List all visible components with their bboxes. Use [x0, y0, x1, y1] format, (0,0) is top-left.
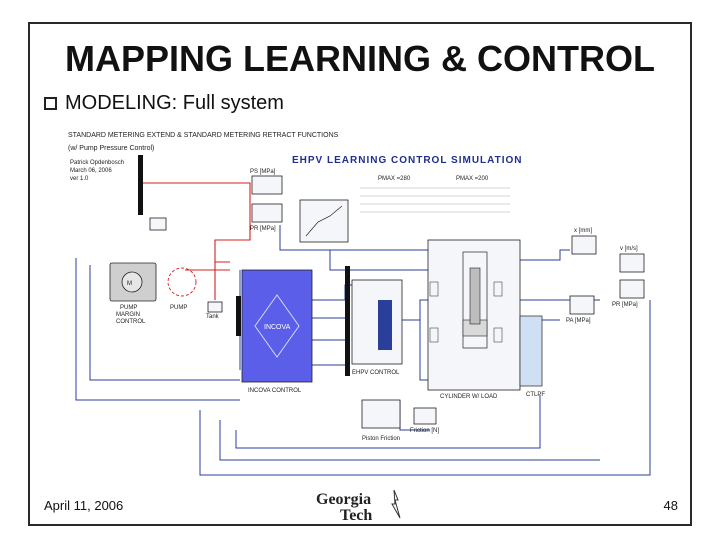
pump-label: PUMP	[120, 305, 137, 311]
svg-text:x [mm]: x [mm]	[574, 228, 592, 234]
incova-label: INCOVA CONTROL	[248, 388, 302, 394]
svg-text:PR [MPa]: PR [MPa]	[612, 302, 638, 308]
incova-block-text: INCOVA	[264, 324, 291, 331]
svg-text:Piston Friction: Piston Friction	[362, 436, 400, 442]
bullet-item: MODELING: Full system	[44, 92, 284, 115]
piston-friction-block: Piston Friction Friction [N]	[361, 399, 439, 442]
pump-block-label: PUMP	[170, 305, 187, 311]
ctlpf-block	[519, 315, 543, 387]
checkbox-bullet-icon	[44, 97, 57, 110]
ps-label: PS [MPa]	[250, 169, 276, 175]
svg-text:M: M	[127, 281, 132, 287]
mux-bar	[138, 155, 143, 215]
slide-title: MAPPING LEARNING & CONTROL	[65, 38, 655, 79]
sim-title: EHPV LEARNING CONTROL SIMULATION	[292, 155, 523, 166]
page-number: 48	[663, 498, 678, 513]
cylinder-block: CYLINDER W/ LOAD	[427, 239, 521, 400]
ehpv-control-block: EHPV CONTROL	[351, 279, 403, 376]
slide-frame	[28, 22, 692, 526]
cylinder-label: CYLINDER W/ LOAD	[440, 394, 498, 400]
version-text: ver 1.0	[70, 176, 89, 182]
lookup-curve	[305, 205, 343, 237]
control-label: CONTROL	[116, 319, 146, 325]
mux-bar-3	[345, 266, 350, 376]
svg-text:Georgia: Georgia	[316, 491, 371, 508]
ps-display: PS [MPa] PR [MPa]	[250, 169, 283, 232]
author-date: March 06, 2006	[70, 168, 112, 174]
author-text: Patrick Opdenbosch	[70, 160, 124, 166]
tank-block	[207, 301, 223, 313]
diagram-subheader: (w/ Pump Pressure Control)	[68, 145, 154, 152]
georgia-tech-logo: Georgia Tech	[316, 489, 401, 524]
supply-lines	[139, 172, 251, 300]
gain-block	[149, 217, 167, 231]
svg-text:Tank: Tank	[206, 314, 220, 320]
lookup-block	[299, 199, 349, 243]
margin-label: MARGIN	[116, 312, 140, 318]
svg-text:PMAX =200: PMAX =200	[456, 176, 489, 182]
ehpv-label: EHPV CONTROL	[352, 370, 400, 376]
mux-bar-2	[236, 296, 241, 336]
footer-date: April 11, 2006	[44, 498, 124, 513]
bullet-text: MODELING: Full system	[65, 92, 284, 114]
output-scopes: x [mm] v [m/s] PR [MPa] PA [MPa]	[566, 228, 645, 324]
svg-text:Friction [N]: Friction [N]	[410, 428, 439, 434]
svg-text:v [m/s]: v [m/s]	[620, 246, 638, 252]
svg-text:Tech: Tech	[340, 507, 372, 524]
svg-text:PA [MPa]: PA [MPa]	[566, 318, 591, 324]
svg-text:PMAX =280: PMAX =280	[378, 176, 411, 182]
pr-label: PR [MPa]	[250, 226, 276, 232]
incova-control-block: INCOVA INCOVA CONTROL	[241, 269, 313, 394]
diagram-header: STANDARD METERING EXTEND & STANDARD METE…	[68, 132, 339, 139]
ctlpf-label: CTLPF	[526, 392, 545, 398]
pmax-table: PMAX =280 PMAX =200	[360, 176, 510, 213]
pump-margin-control: M PUMP MARGIN CONTROL PUMP	[109, 262, 197, 325]
